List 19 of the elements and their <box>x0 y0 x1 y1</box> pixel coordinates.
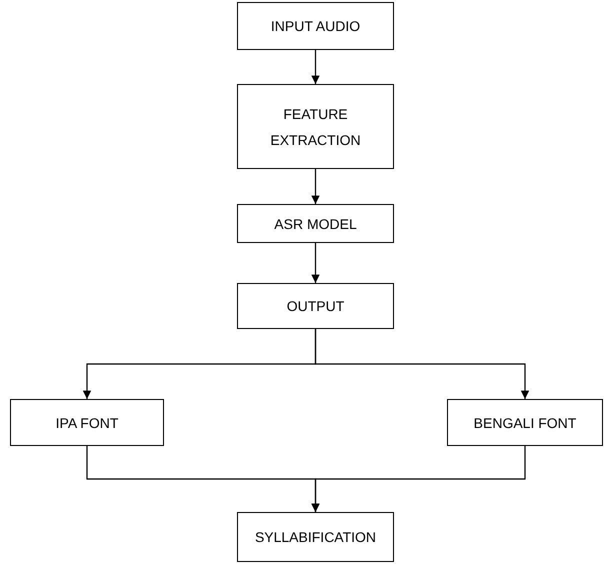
arrow <box>314 329 530 399</box>
box-label: OUTPUT <box>286 297 344 316</box>
arrow <box>311 50 320 84</box>
process-box <box>237 283 394 329</box>
box-label: IPA FONT <box>56 414 118 432</box>
process-box <box>447 399 603 446</box>
process-box <box>10 399 164 446</box>
box-label: FEATURE EXTRACTION <box>269 104 362 150</box>
process-box <box>237 84 394 169</box>
arrow <box>311 446 526 512</box>
box-label: BENGALI FONT <box>474 414 576 432</box>
box-label: ASR MODEL <box>274 214 357 234</box>
arrow <box>311 169 320 204</box>
box-label: INPUT AUDIO <box>270 17 360 36</box>
process-box <box>237 512 394 562</box>
box-label: SYLLABIFICATION <box>254 528 376 547</box>
arrow <box>311 243 320 283</box>
process-box <box>237 2 394 50</box>
process-box <box>237 204 394 243</box>
